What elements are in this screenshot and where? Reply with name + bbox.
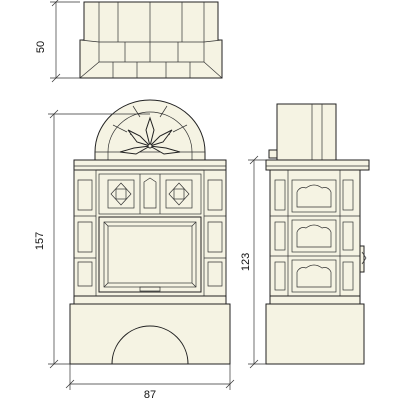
- front-height-dimension: 157: [34, 109, 150, 369]
- front-width-dimension: 87: [65, 364, 235, 400]
- base-arch: [111, 325, 189, 365]
- side-top-block: [276, 103, 337, 161]
- front-width-label: 87: [144, 389, 156, 400]
- ornamental-tile-right: [165, 179, 193, 209]
- front-height-label: 157: [34, 232, 46, 250]
- side-body: [269, 169, 361, 297]
- side-view: [265, 103, 370, 365]
- top-depth-label: 50: [35, 41, 47, 53]
- cornice: [73, 159, 227, 171]
- plinth-band: [73, 295, 227, 305]
- top-depth-dimension: 50: [35, 0, 80, 83]
- base: [69, 303, 231, 365]
- side-base: [265, 303, 365, 365]
- top-view: [79, 1, 223, 79]
- firebox-door: [98, 216, 202, 293]
- ornamental-tile-left: [107, 179, 135, 209]
- side-height-dimension: 123: [240, 155, 266, 369]
- side-height-label: 123: [240, 253, 252, 271]
- front-view: [69, 99, 231, 365]
- front-body: [73, 169, 227, 297]
- star-ornament: [119, 116, 181, 155]
